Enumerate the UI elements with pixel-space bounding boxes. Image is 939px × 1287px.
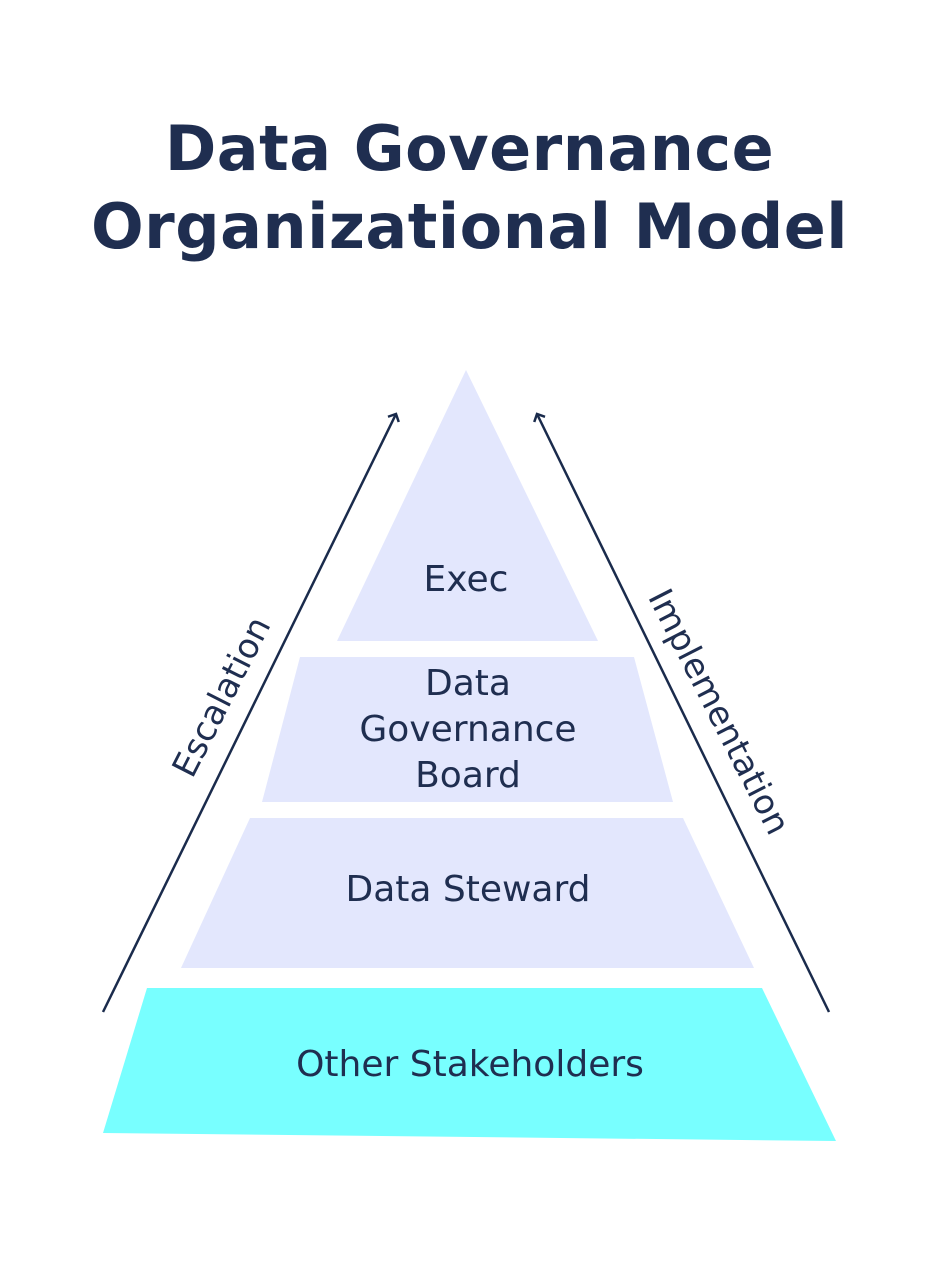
label-line: Exec [423,559,509,600]
label-line: Board [415,755,521,796]
level-other-stakeholders [103,988,836,1141]
level-board [262,657,673,802]
level-board-label: Data Governance Board [318,661,618,799]
title-line-1: Data Governance [164,112,775,185]
level-exec-label: Exec [366,557,566,603]
level-steward [181,818,754,968]
label-line: Data Steward [345,869,591,910]
level-steward-label: Data Steward [268,867,668,913]
label-line: Governance [359,709,577,750]
title-line-2: Organizational Model [90,190,849,263]
page-title: Data Governance Organizational Model [0,110,939,266]
label-line: Other Stakeholders [296,1044,644,1085]
label-line: Data [425,663,511,704]
level-exec [337,370,598,641]
implementation-arrow [533,412,831,1013]
level-other-label: Other Stakeholders [220,1042,720,1088]
escalation-arrow [101,412,400,1013]
